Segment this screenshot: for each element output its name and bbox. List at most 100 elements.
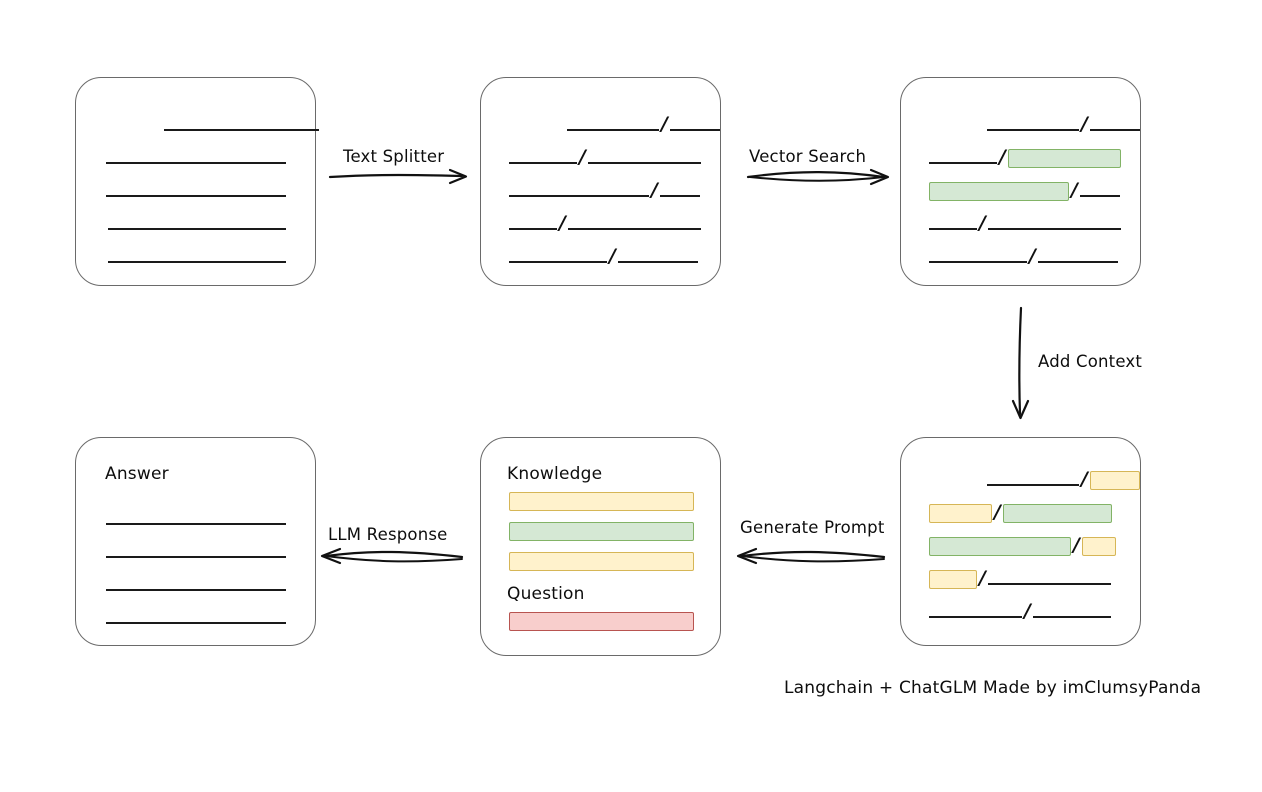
- document-row: [108, 248, 286, 266]
- text-line-segment: [567, 129, 659, 131]
- text-line-segment: [987, 583, 1111, 585]
- highlight-chip-yellow: [929, 503, 992, 523]
- arrow-label-text-splitter: Text Splitter: [343, 147, 445, 166]
- document-row: /: [509, 145, 701, 168]
- text-line-segment: [509, 228, 557, 230]
- text-line-segment: [929, 261, 1027, 263]
- separator-slash: /: [1081, 112, 1088, 135]
- document-row: /: [929, 244, 1118, 267]
- document-row: /: [987, 112, 1140, 135]
- text-line-segment: [1032, 616, 1111, 618]
- highlight-chip-green: [1002, 503, 1112, 523]
- highlight-chip-yellow: [509, 492, 694, 511]
- text-line-segment: [929, 616, 1022, 618]
- node-matched-document[interactable]: / / / / /: [900, 77, 1141, 286]
- text-line-segment: [108, 228, 286, 230]
- arrow-generate-prompt: [736, 547, 886, 565]
- document-row: /: [929, 178, 1120, 201]
- separator-slash: /: [579, 145, 586, 168]
- text-line-segment: [106, 622, 286, 624]
- document-row: /: [509, 178, 700, 201]
- arrow-label-vector-search: Vector Search: [749, 147, 867, 166]
- knowledge-label: Knowledge: [507, 464, 603, 484]
- arrow-label-llm-response: LLM Response: [328, 525, 448, 544]
- node-prompt[interactable]: [480, 437, 721, 656]
- separator-slash: /: [1071, 178, 1078, 201]
- separator-slash: /: [1073, 533, 1080, 556]
- highlight-chip-yellow: [509, 552, 694, 571]
- document-row: [106, 182, 286, 200]
- text-line-segment: [1037, 261, 1118, 263]
- text-line-segment: [106, 162, 286, 164]
- document-row: [106, 609, 286, 627]
- separator-slash: /: [661, 112, 668, 135]
- question-label: Question: [507, 584, 585, 604]
- arrow-vector-search: [746, 168, 890, 186]
- document-row: /: [929, 145, 1121, 168]
- highlight-chip-green: [509, 522, 694, 541]
- separator-slash: /: [651, 178, 658, 201]
- document-row: /: [509, 246, 698, 266]
- document-row: /: [567, 112, 720, 135]
- highlight-chip-yellow: [1089, 470, 1140, 490]
- text-line-segment: [106, 195, 286, 197]
- separator-slash: /: [559, 211, 566, 234]
- document-row: /: [929, 599, 1111, 622]
- document-row: [106, 576, 286, 594]
- node-answer[interactable]: [75, 437, 316, 646]
- highlight-chip-green: [1007, 148, 1121, 168]
- text-line-segment: [929, 162, 997, 164]
- document-row: /: [929, 566, 1111, 589]
- document-row: /: [929, 533, 1116, 556]
- text-line-segment: [509, 261, 607, 263]
- text-line-segment: [106, 589, 286, 591]
- separator-slash: /: [1029, 244, 1036, 267]
- highlight-chip-yellow: [929, 569, 977, 589]
- separator-slash: /: [1024, 599, 1031, 622]
- document-row: /: [509, 211, 701, 234]
- document-row: [164, 116, 319, 134]
- text-line-segment: [987, 228, 1121, 230]
- text-line-segment: [567, 228, 701, 230]
- arrow-label-add-context: Add Context: [1038, 352, 1143, 371]
- separator-slash: /: [994, 500, 1001, 523]
- document-row: [108, 215, 286, 233]
- text-line-segment: [587, 162, 701, 164]
- document-row: /: [929, 500, 1112, 523]
- text-line-segment: [108, 261, 286, 263]
- text-line-segment: [509, 195, 649, 197]
- separator-slash: /: [979, 211, 986, 234]
- highlight-chip-green: [929, 536, 1071, 556]
- text-line-segment: [1089, 129, 1140, 131]
- answer-label: Answer: [105, 464, 169, 484]
- text-line-segment: [987, 484, 1079, 486]
- highlight-chip-yellow: [1081, 536, 1116, 556]
- node-source-document[interactable]: [75, 77, 319, 286]
- document-row: [106, 543, 286, 561]
- node-context-document[interactable]: / / / / /: [900, 437, 1141, 646]
- text-line-segment: [106, 523, 286, 525]
- separator-slash: /: [979, 566, 986, 589]
- document-row: /: [929, 211, 1121, 234]
- document-row: /: [987, 467, 1140, 490]
- text-line-segment: [669, 129, 720, 131]
- text-line-segment: [509, 162, 577, 164]
- text-line-segment: [164, 129, 319, 131]
- highlight-chip-red: [509, 612, 694, 631]
- highlight-chip-green: [929, 181, 1069, 201]
- separator-slash: /: [999, 145, 1006, 168]
- text-line-segment: [617, 261, 698, 263]
- arrow-text-splitter: [328, 168, 468, 185]
- arrow-label-generate-prompt: Generate Prompt: [740, 518, 885, 537]
- document-row: [106, 510, 286, 528]
- document-row: [106, 149, 286, 167]
- separator-slash: /: [1081, 467, 1088, 490]
- text-line-segment: [987, 129, 1079, 131]
- footer-credit: Langchain + ChatGLM Made by imClumsyPand…: [784, 678, 1202, 698]
- arrow-add-context: [1011, 306, 1030, 420]
- text-line-segment: [659, 195, 700, 197]
- node-split-document[interactable]: / / / / /: [480, 77, 721, 286]
- text-line-segment: [929, 228, 977, 230]
- text-line-segment: [106, 556, 286, 558]
